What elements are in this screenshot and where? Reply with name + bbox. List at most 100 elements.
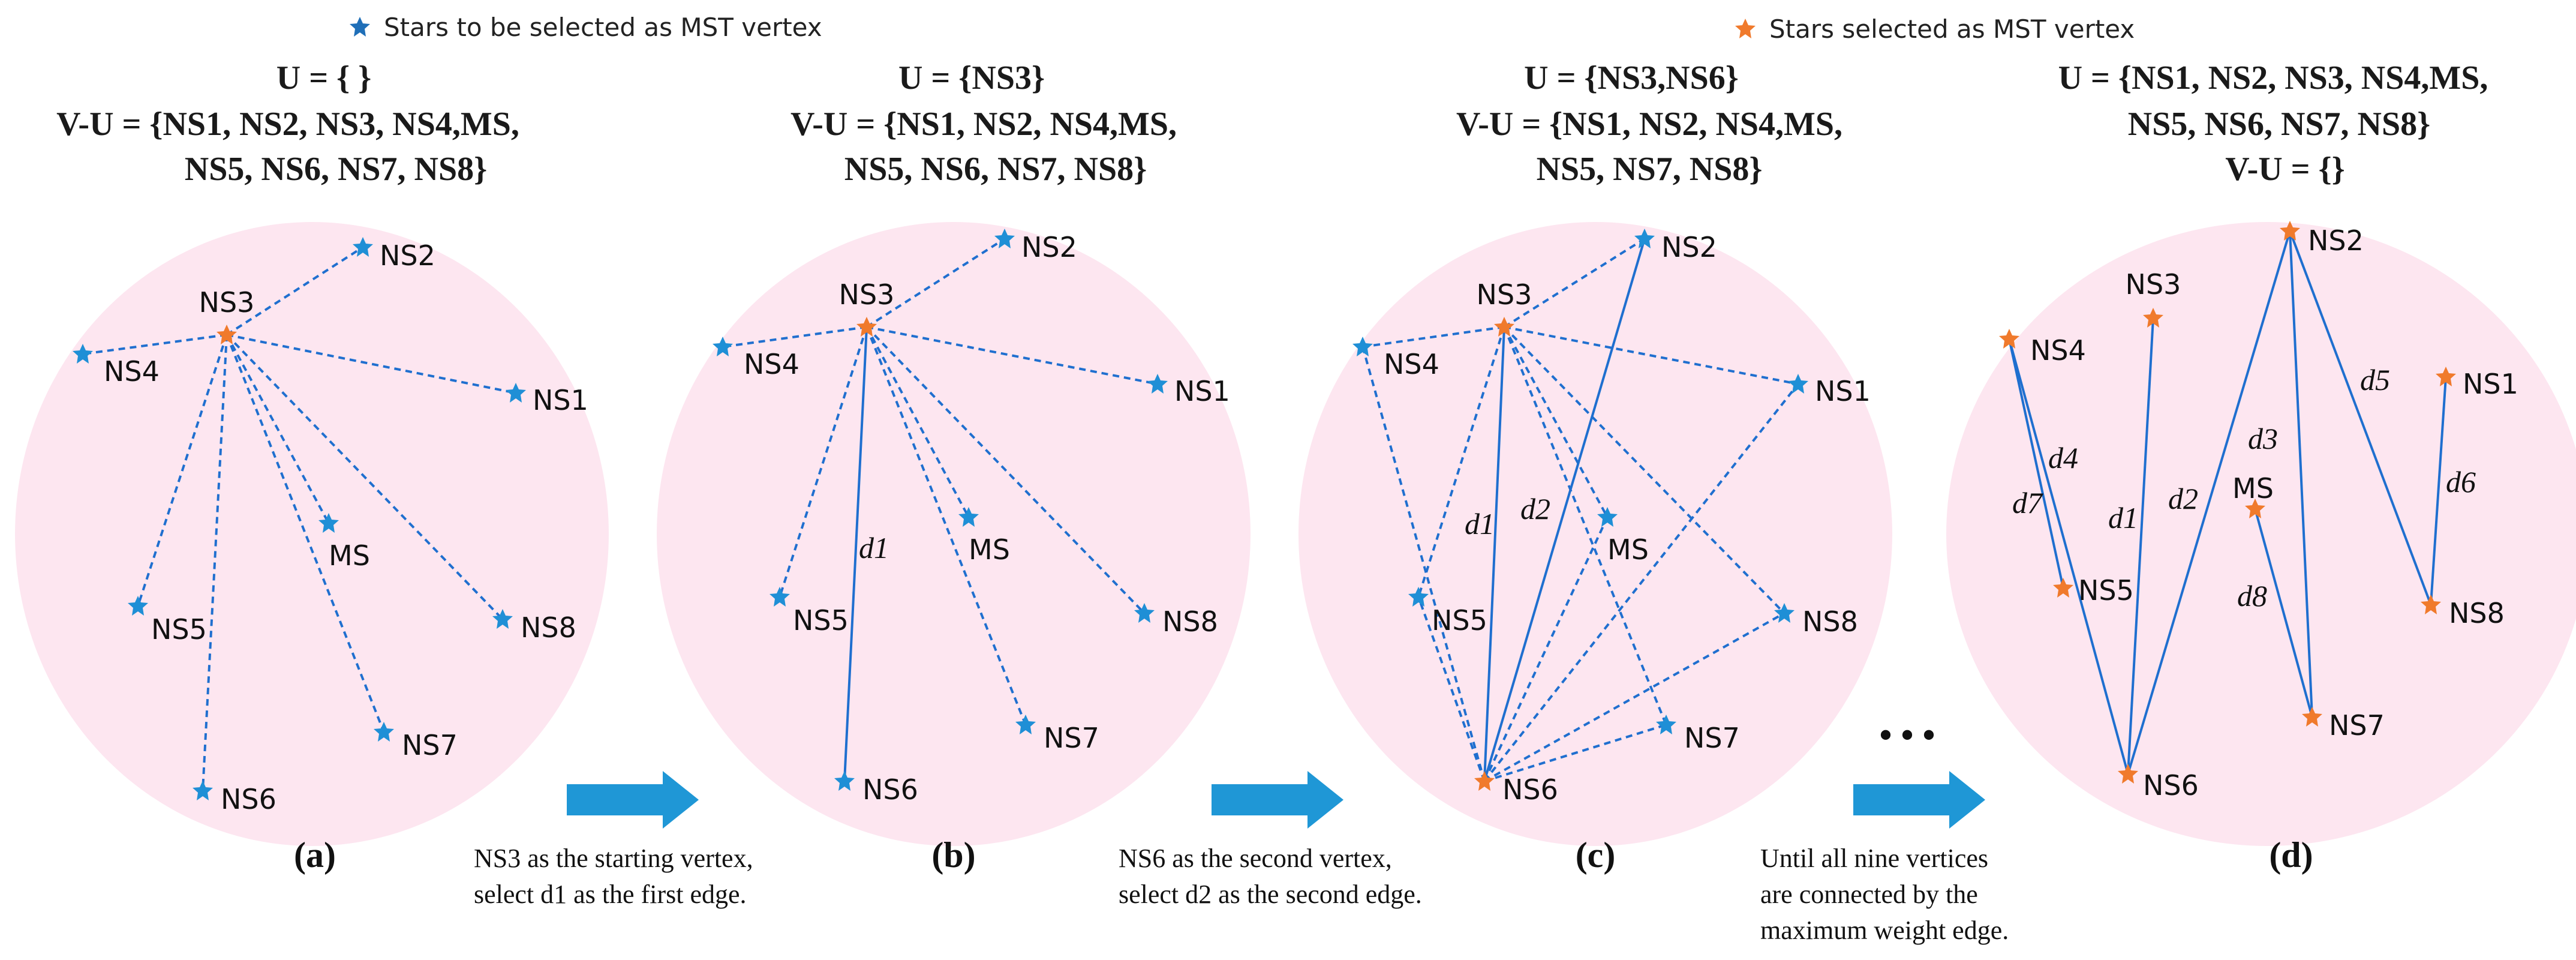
edge-ns6-ns3-d: [2127, 317, 2154, 775]
edge-ns6-ns7-c: [1484, 724, 1667, 782]
edge-ns3-ns6-c: [1483, 326, 1505, 782]
node-label-ns7-d: NS7: [2329, 709, 2385, 742]
edge-ns3-ns1-c: [1504, 326, 1799, 385]
header-b-vu-1: V-U = {NS1, NS2, NS4,MS,: [790, 106, 1177, 143]
header-a-u: U = { }: [276, 59, 371, 97]
node-label-ns7-b: NS7: [1044, 722, 1099, 754]
edge-ns6-ns2-d: [2127, 230, 2291, 775]
node-label-ns8-b: NS8: [1162, 605, 1218, 638]
edge-ns4-ns5-d: [2008, 338, 2064, 589]
header-a-vu-2: NS5, NS6, NS7, NS8}: [185, 151, 487, 188]
edge-ns3-ns7-a: [226, 334, 385, 733]
edge-ns3-ms-b: [865, 326, 970, 518]
edge-ns6-ns8-c: [1484, 612, 1785, 782]
node-label-ms-b: MS: [969, 533, 1010, 566]
node-label-ns3-b: NS3: [839, 278, 895, 311]
panel-c-circle: [1298, 222, 1892, 846]
caption-b: (b): [931, 835, 975, 875]
edge-ns3-ns7-c: [1503, 326, 1667, 725]
ellipsis: • • •: [1879, 715, 1935, 755]
header-d-vu: V-U = {}: [2225, 151, 2344, 188]
edge-ns3-ms-c: [1503, 326, 1609, 518]
header-d-u-1: U = {NS1, NS2, NS3, NS4,MS,: [2058, 59, 2488, 97]
node-label-ns2-c: NS2: [1661, 231, 1717, 263]
edge-ns3-ns6-b: [843, 326, 868, 782]
caption-c: (c): [1576, 835, 1616, 875]
header-b-vu-2: NS5, NS6, NS7, NS8}: [844, 151, 1147, 188]
edge-label-d2-c: d2: [1520, 492, 1550, 526]
node-label-ns5-c: NS5: [1432, 604, 1487, 637]
edge-label-d1-b: d1: [859, 531, 889, 565]
node-label-ns6-d: NS6: [2143, 769, 2199, 802]
legend-selected-label: Stars selected as MST vertex: [1769, 14, 2135, 44]
edge-ns3-ns5-c: [1417, 326, 1505, 598]
edge-ns3-ns1-a: [226, 334, 516, 394]
edge-ns3-ns4-c: [1362, 326, 1505, 348]
edge-ns2-ns8-d: [2289, 230, 2432, 605]
panel-a-circle: [15, 222, 609, 846]
node-label-ns3-c: NS3: [1477, 278, 1532, 311]
edges-layer: [82, 230, 2447, 791]
edge-ns3-ns4-a: [82, 334, 227, 355]
node-label-ns6-a: NS6: [221, 783, 276, 815]
panel-b-circle: [657, 222, 1251, 846]
edge-label-d7-d: d7: [2012, 486, 2043, 520]
note-bc-line-2: select d2 as the second edge.: [1119, 880, 1422, 909]
note-cd-line-3: maximum weight edge.: [1760, 916, 2009, 945]
note-bc-line-1: NS6 as the second vertex,: [1119, 844, 1392, 873]
node-label-ns1-d: NS1: [2463, 368, 2518, 400]
header-a-vu-1: V-U = {NS1, NS2, NS3, NS4,MS,: [56, 106, 519, 143]
header-c-u: U = {NS3,NS6}: [1524, 59, 1739, 97]
header-b-u: U = {NS3}: [898, 59, 1045, 97]
node-label-ns5-d: NS5: [2078, 574, 2134, 607]
node-label-ms-a: MS: [329, 539, 370, 572]
header-b: U = {NS3} V-U = {NS1, NS2, NS4,MS, NS5, …: [790, 59, 1177, 188]
note-ab-line-1: NS3 as the starting vertex,: [474, 844, 753, 873]
edge-ns3-ns2-a: [226, 246, 364, 336]
node-label-ns4-b: NS4: [744, 348, 799, 380]
note-cd: Until all nine vertices are connected by…: [1760, 844, 2009, 945]
node-label-ns2-a: NS2: [380, 239, 435, 272]
edge-ns6-ms-c: [1483, 517, 1609, 782]
note-cd-line-1: Until all nine vertices: [1760, 844, 1988, 873]
edge-ns3-ns5-a: [137, 334, 228, 607]
edge-ns6-ns1-c: [1483, 383, 1799, 782]
node-label-ns7-a: NS7: [402, 729, 458, 761]
arrow-ab: [567, 771, 699, 829]
node-label-ns7-c: NS7: [1684, 722, 1740, 754]
legend-selected-star-icon: [1735, 19, 1756, 38]
node-label-ns8-c: NS8: [1802, 605, 1858, 638]
edge-ns6-ns2-c: [1483, 238, 1646, 782]
edge-label-d1-c: d1: [1465, 507, 1495, 541]
node-label-ns2-b: NS2: [1021, 231, 1077, 263]
arrow-bc: [1212, 771, 1343, 829]
edge-ns3-ns2-c: [1503, 238, 1646, 328]
edge-label-d6-d: d6: [2446, 465, 2476, 499]
node-label-ns8-d: NS8: [2449, 597, 2505, 629]
node-label-ns4-c: NS4: [1384, 348, 1439, 380]
node-label-ns5-b: NS5: [793, 604, 849, 637]
edge-ns3-ms-a: [226, 334, 330, 524]
node-label-ns1-b: NS1: [1174, 375, 1230, 407]
node-label-ms-d: MS: [2232, 472, 2274, 505]
edge-label-d1-d: d1: [2108, 501, 2138, 535]
node-label-ns4-a: NS4: [104, 355, 160, 388]
node-label-ns5-a: NS5: [151, 613, 207, 646]
header-d-u-2: NS5, NS6, NS7, NS8}: [2128, 106, 2430, 143]
node-label-ns1-a: NS1: [533, 384, 588, 416]
edge-label-d3-d: d3: [2248, 422, 2278, 455]
header-a: U = { } V-U = {NS1, NS2, NS3, NS4,MS, NS…: [56, 59, 519, 188]
edge-label-d2-d: d2: [2168, 482, 2198, 515]
node-label-ms-c: MS: [1607, 533, 1649, 566]
edge-ns3-ns1-b: [866, 326, 1158, 385]
node-label-ns3-a: NS3: [199, 286, 255, 319]
edge-label-d8-d: d8: [2237, 579, 2267, 613]
legend: Stars to be selected as MST vertex Stars…: [350, 13, 2135, 44]
caption-d: (d): [2269, 835, 2313, 875]
edge-ns2-ns7-d: [2289, 230, 2313, 718]
edge-ns3-ns2-b: [865, 238, 1006, 328]
edge-ns3-ns8-b: [865, 326, 1146, 614]
